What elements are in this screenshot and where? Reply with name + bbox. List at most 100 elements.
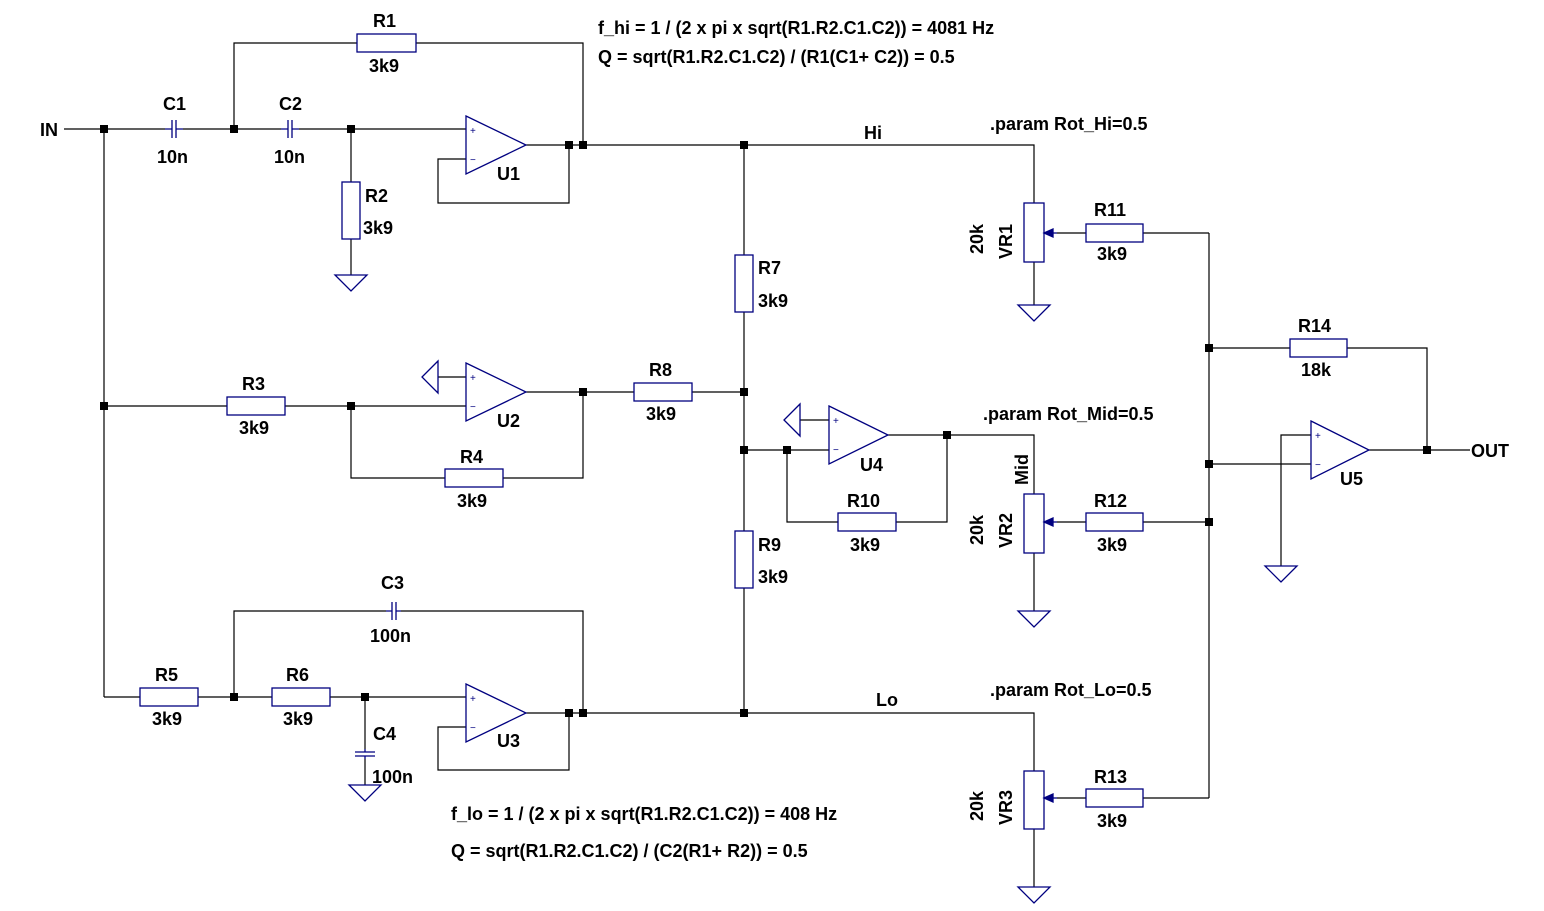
resistor-r13: R13 3k9	[1085, 767, 1144, 831]
u4-name: U4	[860, 455, 883, 475]
r1-value: 3k9	[369, 56, 399, 76]
resistor-r3: R3 3k9	[226, 374, 286, 438]
junction	[100, 402, 108, 410]
junction	[1205, 344, 1213, 352]
c3-name: C3	[381, 573, 404, 593]
resistor-r9: R9 3k9	[734, 530, 788, 589]
u5-minus-pin: −	[1315, 460, 1321, 471]
param-rot-lo: .param Rot_Lo=0.5	[990, 680, 1152, 700]
net-label-lo: Lo	[876, 690, 898, 710]
opamp-u3: + − U3	[465, 682, 528, 751]
c4-value: 100n	[372, 767, 413, 787]
u2-name: U2	[497, 411, 520, 431]
vr3-name: VR3	[996, 790, 1016, 825]
hi-q-formula: Q = sqrt(R1.R2.C1.C2) / (R1(C1+ C2)) = 0…	[598, 47, 955, 67]
resistor-r12: R12 3k9	[1085, 491, 1144, 555]
r4-name: R4	[460, 447, 483, 467]
junction	[347, 125, 355, 133]
resistor-r6: R6 3k9	[271, 665, 331, 729]
r7-value: 3k9	[758, 291, 788, 311]
ground-icon	[1263, 565, 1299, 583]
lo-q-formula: Q = sqrt(R1.R2.C1.C2) / (C2(R1+ R2)) = 0…	[451, 841, 808, 861]
potentiometer-vr3: VR3 20k	[967, 770, 1057, 830]
c4-name: C4	[373, 724, 396, 744]
junction	[230, 125, 238, 133]
c2-value: 10n	[274, 147, 305, 167]
resistor-r14: R14 18k	[1289, 316, 1348, 380]
ground-icon	[333, 274, 369, 292]
r9-name: R9	[758, 535, 781, 555]
wires	[64, 42, 1470, 887]
vr2-value: 20k	[967, 514, 987, 545]
r14-value: 18k	[1301, 360, 1332, 380]
u4-minus-pin: −	[833, 445, 839, 456]
r2-value: 3k9	[363, 218, 393, 238]
r3-value: 3k9	[239, 418, 269, 438]
mid-label: Mid	[1012, 454, 1032, 485]
junction	[943, 431, 951, 439]
junction	[740, 446, 748, 454]
ground-icon	[1016, 610, 1052, 628]
vr3-value: 20k	[967, 790, 987, 821]
r1-name: R1	[373, 11, 396, 31]
u5-name: U5	[1340, 469, 1363, 489]
r6-name: R6	[286, 665, 309, 685]
c3-value: 100n	[370, 626, 411, 646]
u2-minus-pin: −	[470, 402, 476, 413]
junction	[100, 125, 108, 133]
u3-plus-pin: +	[470, 694, 476, 705]
c2-name: C2	[279, 94, 302, 114]
u3-minus-pin: −	[470, 723, 476, 734]
potentiometer-vr2: VR2 20k Mid	[967, 454, 1057, 554]
r8-value: 3k9	[646, 404, 676, 424]
opamp-u2: + − U2	[465, 361, 528, 431]
u1-minus-pin: −	[470, 155, 476, 166]
u2-plus-pin: +	[470, 373, 476, 384]
capacitor-c4: C4 100n	[355, 724, 413, 787]
u1-plus-pin: +	[470, 126, 476, 137]
r11-name: R11	[1094, 200, 1126, 220]
junction	[579, 388, 587, 396]
r3-name: R3	[242, 374, 265, 394]
resistor-r5: R5 3k9	[139, 665, 199, 729]
r7-name: R7	[758, 258, 781, 278]
resistor-r11: R11 3k9	[1085, 200, 1144, 264]
junction	[579, 709, 587, 717]
junction	[740, 709, 748, 717]
lo-frequency-formula: f_lo = 1 / (2 x pi x sqrt(R1.R2.C1.C2)) …	[451, 804, 837, 824]
junction	[740, 388, 748, 396]
r14-name: R14	[1298, 316, 1331, 336]
output-port-label: OUT	[1471, 441, 1509, 461]
junction	[783, 446, 791, 454]
opamp-u1: + − U1	[465, 114, 528, 184]
vr2-name: VR2	[996, 513, 1016, 548]
r4-value: 3k9	[457, 491, 487, 511]
r2-name: R2	[365, 186, 388, 206]
junction	[1205, 518, 1213, 526]
ground-icon	[1016, 304, 1052, 322]
u3-name: U3	[497, 731, 520, 751]
junction	[579, 141, 587, 149]
vr1-name: VR1	[996, 224, 1016, 259]
junction	[1423, 446, 1431, 454]
junction	[565, 141, 573, 149]
net-label-hi: Hi	[864, 123, 882, 143]
resistor-r4: R4 3k9	[444, 447, 504, 511]
r13-name: R13	[1094, 767, 1127, 787]
param-rot-hi: .param Rot_Hi=0.5	[990, 114, 1148, 134]
junction	[361, 693, 369, 701]
junction	[347, 402, 355, 410]
resistor-r1: R1 3k9	[356, 11, 417, 76]
ground-icon	[347, 784, 383, 802]
param-rot-mid: .param Rot_Mid=0.5	[983, 404, 1154, 424]
ground-icon	[783, 402, 801, 438]
r9-value: 3k9	[758, 567, 788, 587]
ground-icon	[1016, 886, 1052, 904]
junctions	[100, 125, 1431, 717]
r6-value: 3k9	[283, 709, 313, 729]
r10-name: R10	[847, 491, 880, 511]
capacitor-c1: C1 10n	[157, 94, 188, 167]
resistor-r2: R2 3k9	[341, 181, 393, 240]
capacitor-c3: C3 100n	[370, 573, 411, 646]
